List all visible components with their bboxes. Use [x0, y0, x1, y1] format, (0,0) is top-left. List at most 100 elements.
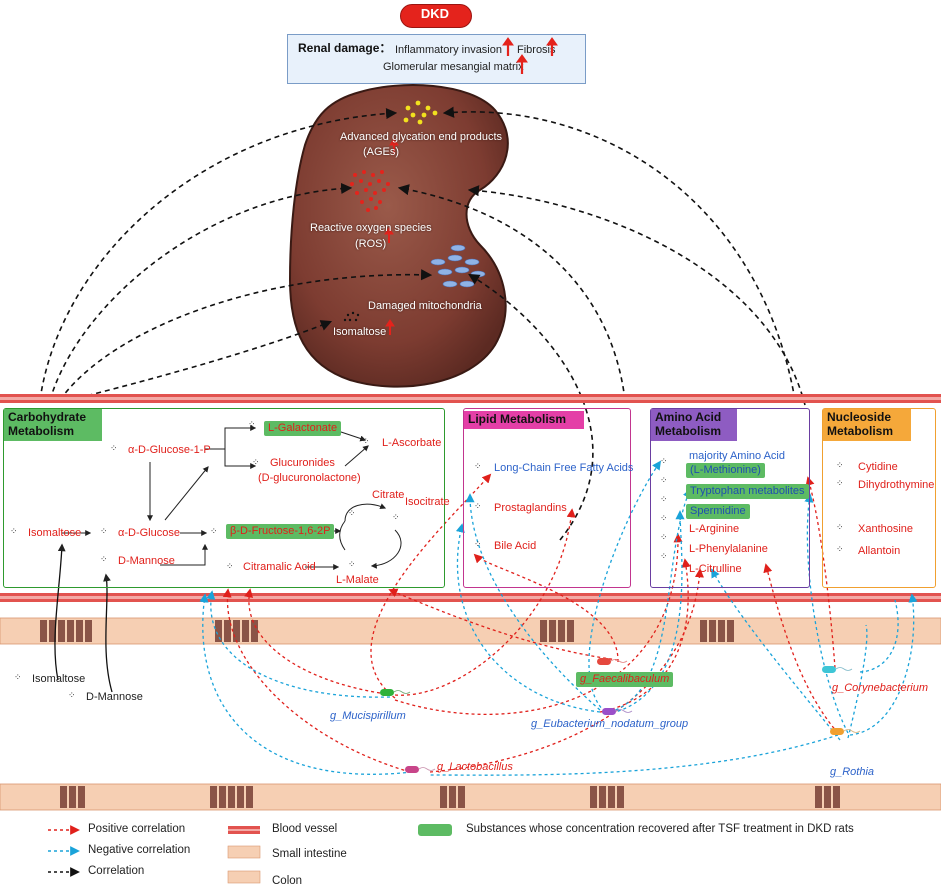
mito-label: Damaged mitochondria [368, 300, 482, 312]
dot-marker: ⁘ [68, 690, 76, 700]
kidney-shape [288, 84, 509, 388]
bacterium-mucispirillum: g_Mucispirillum [330, 710, 406, 722]
isocitrate: Isocitrate [405, 496, 450, 508]
dot-marker: ⁘ [100, 554, 108, 564]
bacterium-corynebacterium: g_Corynebacterium [832, 682, 928, 694]
dot-marker: ⁘ [474, 539, 482, 549]
glucuronides: Glucuronides [270, 457, 335, 469]
fibrosis: Fibrosis [517, 44, 556, 56]
dot-marker: ⁘ [210, 526, 218, 536]
dot-marker: ⁘ [348, 508, 356, 518]
dot-marker: ⁘ [362, 436, 370, 446]
ages-label: Advanced glycation end products [340, 131, 503, 143]
dot-marker: ⁘ [836, 460, 844, 470]
kidney-up-arrows [384, 138, 399, 335]
ages-abbrev: (AGEs) [363, 146, 400, 158]
dkd-badge [400, 4, 472, 28]
bacterium-eubacterium: g_Eubacterium_nodatum_group [531, 718, 689, 730]
dot-marker: ⁘ [348, 559, 356, 569]
carbohydrate-panel [3, 408, 445, 588]
dot-marker: ⁘ [226, 561, 234, 571]
inflammatory-invasion: Inflammatory invasion [395, 44, 502, 56]
dot-marker: ⁘ [836, 544, 844, 554]
dot-marker: ⁘ [836, 522, 844, 532]
dot-marker: ⁘ [10, 526, 18, 536]
glucuronolactone: (D-glucuronolactone) [258, 472, 361, 484]
dot-marker: ⁘ [14, 672, 22, 682]
dot-marker: ⁘ [100, 526, 108, 536]
l-malate: L-Malate [336, 574, 379, 586]
l-ascorbate: L-Ascorbate [382, 437, 442, 449]
legend-samples [48, 824, 452, 884]
dot-marker: ⁘ [474, 501, 482, 511]
dot-marker: ⁘ [248, 419, 256, 429]
bacterium-lactobacillus: g_Lactobacillus [437, 761, 513, 773]
legend-negative: Negative correlation [88, 844, 191, 856]
long-chain-fatty-acids: Long-Chain Free Fatty Acids [494, 462, 634, 474]
allantoin: Allantoin [858, 545, 901, 557]
ages-dots [403, 100, 438, 125]
legend-blood-vessel: Blood vessel [272, 823, 338, 835]
carb-isomaltose: Isomaltose [28, 527, 82, 539]
input-isomaltose: Isomaltose [32, 673, 86, 685]
colon-band [0, 783, 941, 811]
l-galactonate: L-Galactonate [264, 421, 342, 436]
tryptophan-metabolites: Tryptophan metabolites [686, 484, 809, 499]
ros-label: Reactive oxygen species [310, 222, 432, 234]
alpha-d-glucose: α-D-Glucose [118, 527, 180, 539]
renal-up-arrows [502, 37, 558, 74]
dihydrothymine: Dihydrothymine [858, 479, 935, 491]
ros-abbrev: (ROS) [355, 238, 387, 250]
citramalic-acid: Citramalic Acid [243, 561, 316, 573]
glucose-1p: α-D-Glucose-1-P [128, 444, 211, 456]
renal-damage-label: Renal damage： [298, 41, 392, 55]
bacterium-faecalibaculum: g_Faecalibaculum [576, 672, 674, 687]
l-citrulline: L-Citrulline [689, 563, 742, 575]
ros-dots [350, 170, 390, 212]
nucleoside-panel [822, 408, 936, 588]
positive-correlation-lines [222, 473, 839, 773]
legend-small-intestine: Small intestine [272, 848, 347, 860]
spermidine: Spermidine [686, 504, 750, 519]
correlation-arcs [39, 106, 806, 541]
prostaglandins: Prostaglandins [494, 502, 567, 514]
dot-marker: ⁘ [110, 443, 118, 453]
legend-positive: Positive correlation [88, 823, 186, 835]
dot-marker-column: ⁘ ⁘ ⁘ ⁘ ⁘ ⁘ [660, 456, 668, 561]
dot-marker: ⁘ [252, 457, 260, 467]
blood-vessel-top [0, 394, 941, 403]
l-arginine: L-Arginine [689, 523, 740, 535]
negative-correlation-lines [199, 460, 918, 776]
kidney-isomaltose-dots [343, 311, 360, 322]
lipid-panel [463, 408, 631, 588]
blood-vessel-bottom [0, 593, 941, 602]
dot-marker: ⁘ [836, 478, 844, 488]
renal-damage-box [287, 34, 586, 84]
xanthosine: Xanthosine [858, 523, 914, 535]
l-methionine: (L-Methionine) [686, 463, 765, 478]
fructose-bisphosphate: β-D-Fructose-1,6-2P [226, 524, 335, 539]
lipid-title: Lipid Metabolism [464, 411, 584, 429]
intestine-input-arrows [54, 543, 113, 693]
kidney-isomaltose-label: Isomaltose [333, 326, 387, 338]
bacterium-rothia: g_Rothia [830, 766, 875, 778]
amino-acid-panel [650, 408, 810, 588]
glomerular-mesangial-matrix: Glomerular mesangial matrix [383, 61, 524, 73]
dot-marker: ⁘ [474, 461, 482, 471]
legend-recovered: Substances whose concentration recovered… [466, 823, 854, 835]
legend-colon: Colon [272, 875, 303, 887]
l-phenylalanine: L-Phenylalanine [689, 543, 768, 555]
bile-acid: Bile Acid [494, 540, 537, 552]
d-mannose: D-Mannose [118, 555, 175, 567]
input-d-mannose: D-Mannose [86, 691, 143, 703]
cytidine: Cytidine [858, 461, 898, 473]
bacteria-icons [380, 658, 861, 773]
citrate: Citrate [372, 489, 405, 501]
dkd-label: DKD [420, 6, 450, 21]
dot-marker: ⁘ [392, 512, 400, 522]
